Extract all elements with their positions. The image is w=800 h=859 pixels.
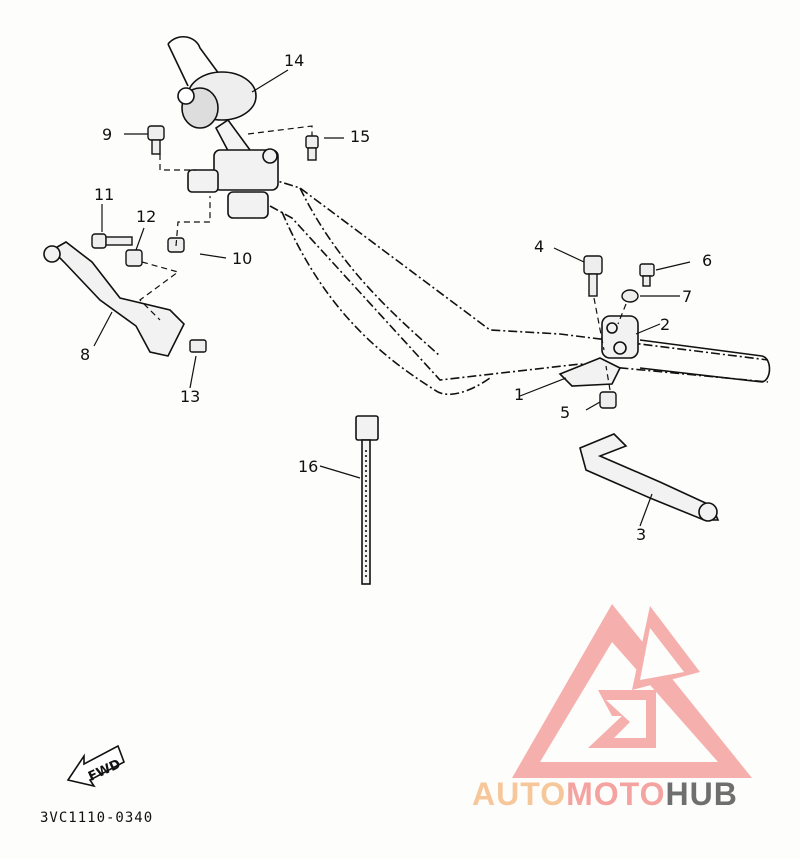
label-part-13: 13 [180, 387, 200, 406]
label-part-4: 4 [534, 237, 544, 256]
label-part-9: 9 [102, 125, 112, 144]
label-part-6: 6 [702, 251, 712, 270]
label-part-1: 1 [514, 385, 524, 404]
label-part-3: 3 [636, 525, 646, 544]
watermark-auto: AUTO [472, 776, 567, 812]
bolt-4-icon [583, 255, 603, 297]
nut-12-icon [125, 249, 143, 267]
throttle-housing [167, 36, 257, 164]
screw-6-icon [639, 263, 655, 287]
screw-13-icon [189, 339, 207, 353]
label-part-5: 5 [560, 403, 570, 422]
automotohub-logo [512, 604, 752, 778]
label-part-2: 2 [660, 315, 670, 334]
washer-7-icon [621, 289, 639, 303]
cable-tie [355, 415, 379, 585]
fwd-arrow-icon: FWD [66, 744, 125, 788]
handlebar-grip-right [639, 339, 771, 383]
label-part-11: 11 [94, 185, 114, 204]
lever-holder-right [558, 315, 639, 387]
watermark-text: AUTOMOTOHUB [472, 776, 738, 813]
clutch-lever [43, 241, 185, 357]
label-part-7: 7 [682, 287, 692, 306]
label-part-12: 12 [136, 207, 156, 226]
label-part-10: 10 [232, 249, 252, 268]
brake-lever [579, 433, 720, 522]
label-part-16: 16 [298, 457, 318, 476]
clutch-holder [187, 148, 279, 219]
label-part-14: 14 [284, 51, 304, 70]
label-part-8: 8 [80, 345, 90, 364]
screw-15-icon [305, 135, 319, 161]
nut-5-icon [599, 391, 617, 409]
handlebar [267, 177, 769, 396]
label-part-15: 15 [350, 127, 370, 146]
leader-lines [93, 69, 691, 527]
watermark-hub: HUB [665, 776, 738, 812]
diagram-code: 3VC1110-0340 [40, 810, 154, 826]
bolt-9-icon [147, 125, 165, 155]
connector-lines [139, 125, 627, 391]
bolt-11-icon [91, 233, 133, 249]
watermark-moto: MOTO [566, 776, 666, 812]
